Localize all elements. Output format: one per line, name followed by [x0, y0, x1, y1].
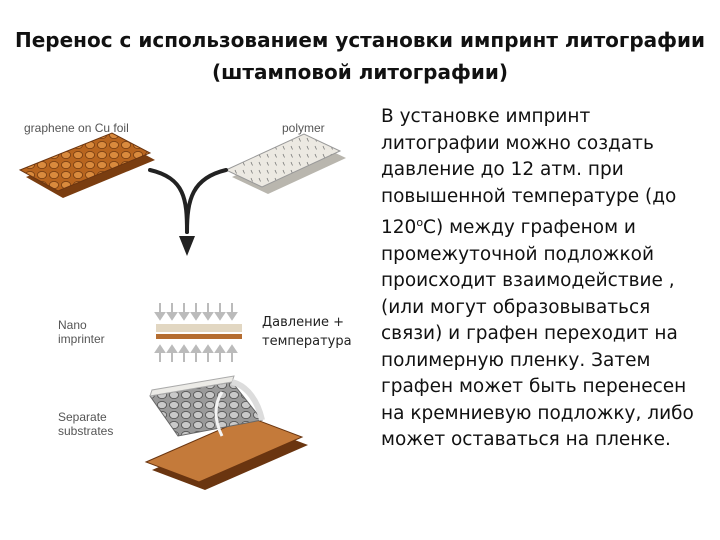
pressure-arrows-bottom — [154, 344, 238, 362]
separated-cu-substrate — [144, 416, 308, 490]
nano-imprinter-label: Nano imprinter — [58, 318, 105, 346]
description-text: В установке импринт литографии можно соз… — [381, 104, 717, 454]
slide-title: Перенос с использованием установки импри… — [0, 24, 720, 88]
pressure-temperature-label: Давление + температура — [262, 315, 352, 349]
graphene-cu-foil-plate — [18, 132, 155, 198]
degree-superscript: o — [416, 216, 424, 229]
cu-foil-layer — [156, 334, 242, 339]
polymer-plate — [224, 133, 346, 194]
description-line: 120oС) между графеном и — [381, 216, 636, 239]
description-line: на кремниевую подложку, либо — [381, 402, 694, 424]
merge-arrow-head — [179, 236, 195, 256]
separate-substrates-label: Separate substrates — [58, 410, 114, 438]
description-line: может оставаться на пленке. — [381, 429, 671, 451]
description-line: В установке импринт — [381, 106, 591, 127]
graphene-on-cu-label: graphene on Cu foil — [24, 121, 129, 135]
polymer-label: polymer — [282, 121, 325, 135]
description-line: происходит взаимодействие , — [381, 270, 675, 292]
polymer-film-layer — [156, 324, 242, 332]
description-line: связи) и графен переходит на — [381, 323, 678, 345]
pressure-arrows-top — [154, 303, 238, 321]
description-line: давление до 12 атм. при — [381, 159, 624, 180]
peeled-polymer-with-graphene — [149, 375, 265, 437]
title-line-2: (штамповой литографии) — [211, 60, 508, 84]
description-line: промежуточной подложкой — [381, 243, 654, 265]
description-line: графен может быть перенесен — [381, 376, 687, 398]
description-line: полимерную пленку. Затем — [381, 349, 651, 371]
title-line-1: Перенос с использованием установки импри… — [14, 28, 706, 52]
description-line: литографии можно создать — [381, 132, 654, 154]
description-line: повышенной температуре (до — [381, 185, 677, 207]
description-line: (или могут образовываться — [381, 296, 651, 318]
merge-arrow — [148, 168, 228, 234]
